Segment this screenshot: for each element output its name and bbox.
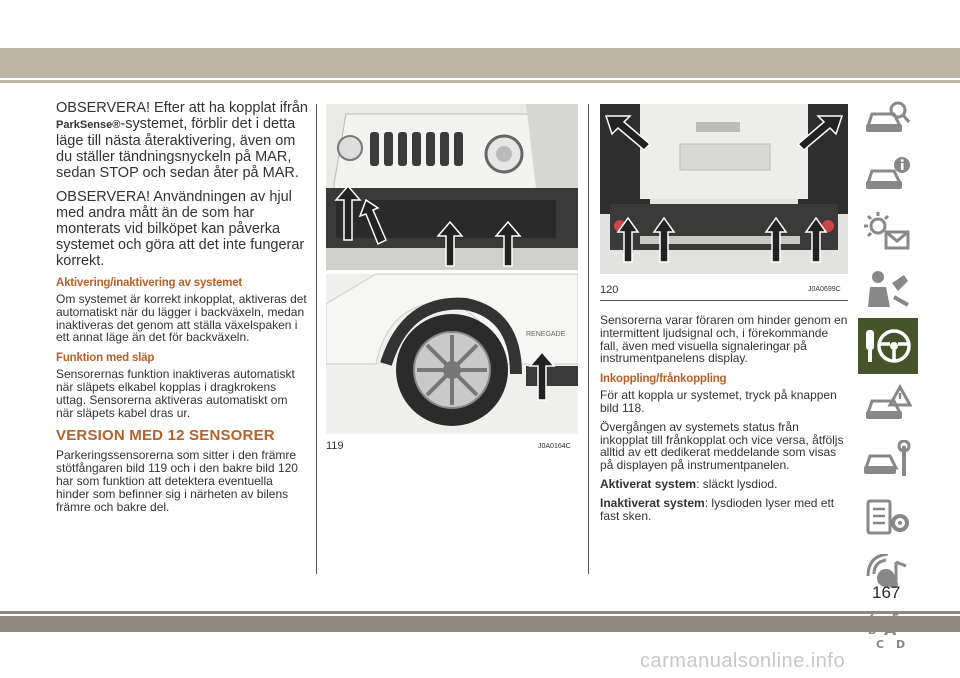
footer-band: [0, 616, 960, 632]
column-divider-1: [316, 104, 317, 574]
text-column-left: OBSERVERA! Efter att ha kopplat ifrån Pa…: [56, 100, 308, 519]
svg-text:RENEGADE: RENEGADE: [526, 331, 566, 338]
tab-car-search[interactable]: [858, 90, 918, 146]
steering-key-icon: [866, 329, 911, 363]
paragraph-intro: Sensorerna varar föraren om hinder genom…: [600, 313, 848, 366]
tab-car-info[interactable]: [858, 147, 918, 203]
tab-multimedia[interactable]: [858, 546, 918, 602]
header-rule: [0, 80, 960, 83]
paragraph-activation: Om systemet är korrekt inkopplat, aktive…: [56, 292, 307, 345]
figure-119-code: J0A0164C: [538, 443, 571, 450]
figure-120-image: [600, 104, 848, 274]
front-bumper-sensors-illustration: RENEGADE: [326, 104, 578, 434]
heading-trailer: Funktion med släp: [56, 352, 155, 365]
specs-gear-icon: [866, 499, 909, 535]
tab-safety[interactable]: [858, 261, 918, 317]
heading-switch: Inkoppling/frånkoppling: [600, 373, 727, 386]
paragraph-switch: För att koppla ur systemet, tryck på kna…: [600, 388, 837, 415]
paragraph-version: Parkeringssensorerna som sitter i den fr…: [56, 448, 298, 514]
figure-120-number: 120: [600, 284, 619, 296]
tab-warning-lights[interactable]: [858, 204, 918, 260]
inactivated-text: : lysdioden lyser med ett fast sken.: [600, 495, 835, 523]
safety-person-icon: [868, 271, 909, 307]
tab-emergency[interactable]: [858, 375, 918, 431]
paragraph-transition: Övergången av systemets status från inko…: [600, 419, 844, 473]
warning-lights-icon: [864, 212, 910, 250]
column-divider-2: [588, 104, 589, 574]
index-letter: E: [892, 609, 900, 622]
car-search-icon: [865, 101, 911, 132]
paragraph-trailer: Sensorernas funktion inaktiveras automat…: [56, 367, 295, 420]
note1-prefix: OBSERVERA! Efter att ha kopplat ifrån: [56, 100, 308, 116]
header-band: [0, 48, 960, 78]
figure-119-number: 119: [326, 440, 344, 452]
multimedia-icon: [866, 554, 907, 588]
paragraph-activated: Aktiverat system: släckt lysdiod.: [600, 478, 848, 491]
index-letter: Z: [868, 609, 876, 622]
car-info-icon: [865, 157, 910, 189]
note-wheels: OBSERVERA! Användningen av hjul med andr…: [56, 189, 305, 269]
heading-activation: Aktivering/inaktivering av systemet: [56, 277, 243, 289]
note1-rest: -systemet, förblir det i detta läge till…: [56, 116, 299, 181]
heading-version: VERSION MED 12 SENSORER: [56, 427, 275, 445]
car-service-icon: [864, 440, 911, 476]
figure-120-caption-rule: [600, 300, 848, 301]
tab-specs[interactable]: [858, 489, 918, 545]
activated-label: Aktiverat system: [600, 476, 697, 491]
tab-driving[interactable]: [858, 318, 918, 374]
watermark-text: carmanualsonline.info: [640, 650, 846, 672]
index-letter: C: [876, 638, 885, 651]
car-emergency-icon: [865, 383, 912, 419]
activated-text: : släckt lysdiod.: [696, 476, 778, 491]
rear-bumper-sensors-illustration: [600, 104, 848, 274]
figure-120-code: J0A0699C: [808, 286, 841, 293]
index-letter: D: [896, 638, 906, 651]
text-column-right: Sensorerna varar föraren om hinder genom…: [600, 314, 848, 528]
parksense-brand: ParkSense®: [56, 119, 121, 131]
note-parksense: OBSERVERA! Efter att ha kopplat ifrån Pa…: [56, 100, 308, 181]
footer-rule: [0, 611, 960, 614]
figure-119-image: RENEGADE: [326, 104, 578, 434]
inactivated-label: Inaktiverat system: [600, 495, 705, 510]
paragraph-inactivated: Inaktiverat system: lysdioden lyser med …: [600, 495, 848, 523]
page-number: 167: [872, 583, 901, 602]
tab-service[interactable]: [858, 432, 918, 488]
